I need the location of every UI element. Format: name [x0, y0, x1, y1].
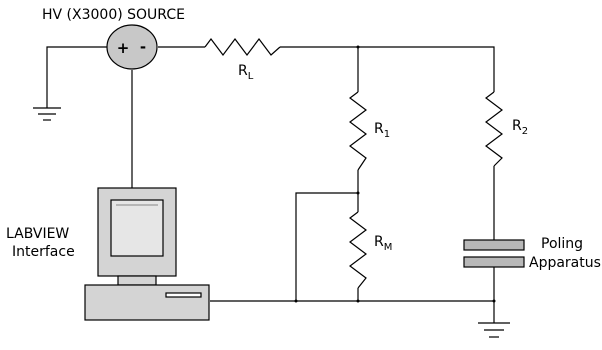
junction-dot: [356, 45, 360, 49]
junction-dot: [492, 299, 496, 303]
source-title: HV (X3000) SOURCE: [42, 7, 185, 23]
junction-dot: [294, 299, 298, 303]
r2-label: R2: [512, 118, 528, 137]
hv-source: + - HV (X3000) SOURCE: [42, 7, 185, 70]
ground-symbol-left: [33, 107, 61, 121]
resistor-rl: RL: [204, 38, 281, 82]
wire-rl-to-right-branch: [280, 46, 495, 92]
rl-label: RL: [238, 63, 254, 82]
wire-measurement-tap: [295, 192, 358, 301]
disk-drive-slot: [165, 292, 202, 298]
resistor-rm: RM: [349, 211, 392, 289]
ground-symbol-right: [478, 322, 510, 338]
computer-base-unit: [84, 284, 210, 321]
apparatus-bottom-plate: [463, 256, 525, 268]
computer-label-line1: LABVIEW: [6, 226, 69, 242]
rm-label: RM: [374, 234, 392, 253]
monitor-screen: [110, 199, 164, 257]
apparatus-top-plate: [463, 239, 525, 251]
poling-apparatus: Poling Apparatus: [463, 236, 601, 271]
monitor-stand: [117, 275, 157, 286]
junction-dot: [356, 299, 360, 303]
hv-source-body: [106, 24, 158, 70]
computer-icon: LABVIEW Interface: [6, 187, 210, 321]
resistor-r2: R2: [485, 91, 528, 167]
wires: [46, 46, 495, 323]
source-plus-sign: +: [117, 39, 130, 57]
computer-label-line2: Interface: [12, 244, 75, 260]
apparatus-label-line1: Poling: [541, 236, 583, 252]
resistor-r1: R1: [349, 91, 390, 171]
r1-label: R1: [374, 121, 390, 140]
apparatus-label-line2: Apparatus: [529, 255, 601, 271]
wire-source-to-left-ground: [46, 46, 107, 108]
junctions: [294, 45, 496, 303]
source-minus-sign: -: [140, 38, 146, 56]
junction-dot: [356, 191, 360, 195]
